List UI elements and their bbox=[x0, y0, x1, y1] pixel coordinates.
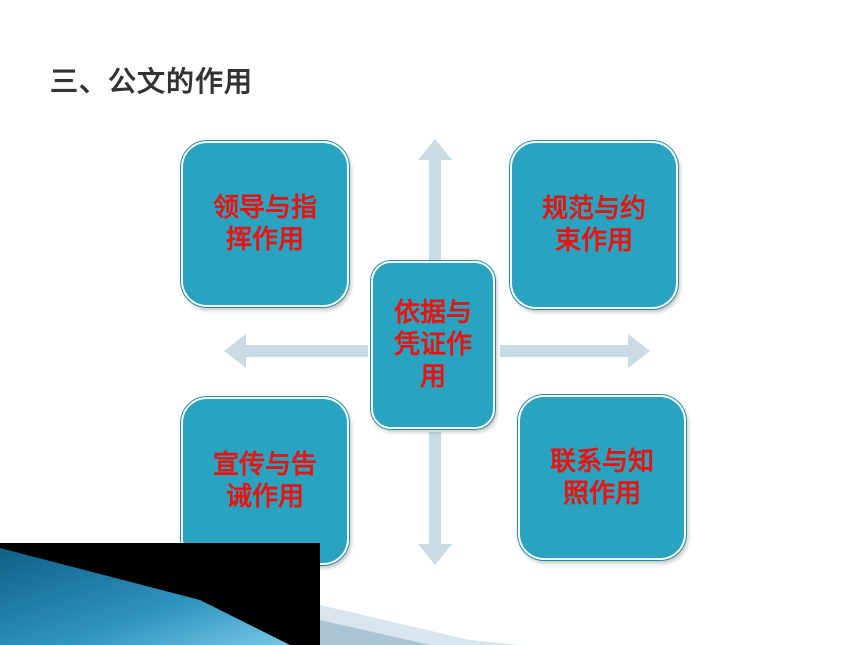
arrow-down bbox=[418, 432, 452, 565]
box-publicity-label: 宣传与告诫作用 bbox=[212, 450, 317, 512]
arrow-up bbox=[418, 139, 452, 260]
box-leadership-label: 领导与指挥作用 bbox=[212, 193, 317, 255]
arrow-left bbox=[224, 334, 368, 368]
box-regulation: 规范与约束作用 bbox=[510, 141, 678, 309]
box-evidence-label: 依据与凭证作用 bbox=[393, 298, 472, 392]
slide-title: 三、公文的作用 bbox=[50, 65, 254, 98]
box-leadership: 领导与指挥作用 bbox=[181, 141, 349, 307]
box-publicity: 宣传与告诫作用 bbox=[181, 397, 349, 565]
box-evidence: 依据与凭证作用 bbox=[371, 261, 495, 429]
arrow-right bbox=[500, 334, 650, 368]
box-regulation-label: 规范与约束作用 bbox=[541, 194, 646, 256]
box-liaison-label: 联系与知照作用 bbox=[549, 446, 654, 509]
box-liaison: 联系与知照作用 bbox=[518, 395, 686, 560]
